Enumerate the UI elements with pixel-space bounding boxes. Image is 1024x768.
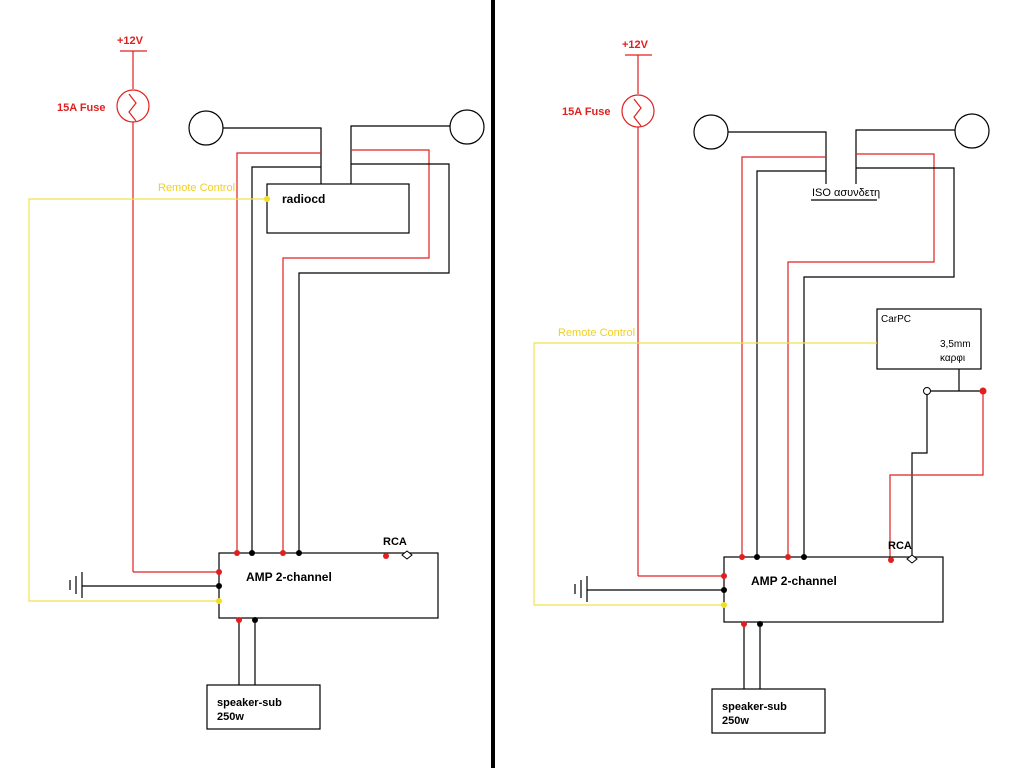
left-rca-label: RCA xyxy=(383,536,407,548)
left-head-unit-label: radiocd xyxy=(282,192,325,206)
left-fuse-label: 15A Fuse xyxy=(57,102,106,114)
right-fuse-label: 15A Fuse xyxy=(562,106,611,118)
left-sub-label-2: 250w xyxy=(217,711,244,723)
right-iso-label: ISO ασυνδετη xyxy=(812,187,880,199)
right-sub-box xyxy=(711,688,826,734)
left-amp-label: AMP 2-channel xyxy=(246,570,332,584)
right-amp-label: AMP 2-channel xyxy=(751,574,837,588)
right-carpc-label: CarPC xyxy=(881,314,911,325)
right-remote-label: Remote Control xyxy=(558,327,635,339)
left-speaker-right xyxy=(449,109,485,145)
right-jack-label-1: 3,5mm xyxy=(940,339,971,350)
right-panel: +12V 15A Fuse ISO ασυνδετη CarPC 3,5mm κ… xyxy=(533,39,990,734)
right-sub-label-1: speaker-sub xyxy=(722,701,787,713)
right-speaker-left xyxy=(693,114,729,150)
left-amp-box xyxy=(218,552,439,619)
left-sub-label-1: speaker-sub xyxy=(217,697,282,709)
left-head-unit-box xyxy=(266,183,410,234)
left-sub-box xyxy=(206,684,321,730)
left-remote-label: Remote Control xyxy=(158,182,235,194)
right-supply-label: +12V xyxy=(622,39,649,51)
right-jack-label-2: καρφι xyxy=(940,353,965,364)
right-fuse-icon xyxy=(621,94,655,128)
right-rca-jack-icon xyxy=(906,554,918,564)
right-carpc-box xyxy=(876,308,982,370)
left-panel: +12V 15A Fuse radiocd Remote Control xyxy=(28,35,485,730)
right-sub-label-2: 250w xyxy=(722,715,749,727)
right-rca-label: RCA xyxy=(888,540,912,552)
left-fuse-icon xyxy=(116,89,150,123)
right-speaker-right xyxy=(954,113,990,149)
right-amp-box xyxy=(723,556,944,623)
left-supply-label: +12V xyxy=(117,35,144,47)
left-speaker-left xyxy=(188,110,224,146)
left-rca-jack-icon xyxy=(401,550,413,560)
